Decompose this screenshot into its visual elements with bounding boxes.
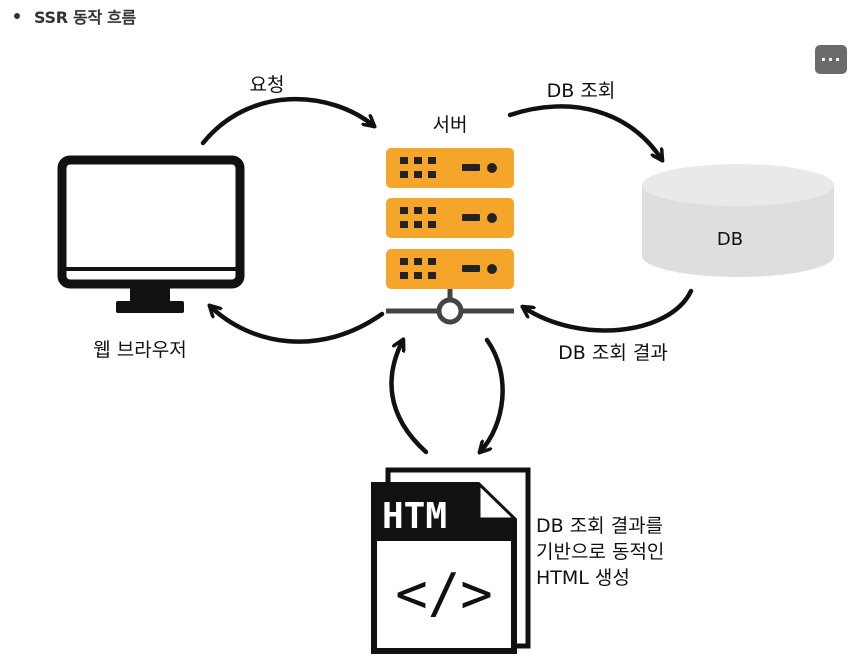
more-options-button[interactable]: ···	[815, 45, 847, 74]
request-label: 요청	[250, 74, 285, 96]
code-brackets-icon: </>	[395, 562, 493, 625]
html-file-tag: HTM	[382, 496, 447, 537]
response-arrow	[210, 306, 385, 344]
db-query-label: DB 조회	[547, 80, 616, 102]
db-result-label: DB 조회 결과	[558, 342, 668, 364]
server-label: 서버	[433, 114, 468, 136]
database-icon	[642, 164, 834, 277]
db-query-arrow	[507, 104, 662, 160]
html-note-line-3: HTML 생성	[536, 567, 630, 589]
generate-html-arrow	[480, 337, 505, 452]
monitor-icon	[57, 155, 245, 313]
request-arrow	[200, 96, 374, 146]
html-note-line-2: 기반으로 동적인	[536, 541, 664, 563]
html-return-arrow	[389, 340, 429, 455]
browser-label: 웹 브라우저	[93, 339, 186, 361]
html-file-icon	[371, 467, 531, 654]
bullet-point	[14, 13, 20, 19]
db-label: DB	[717, 229, 743, 250]
more-options-icon: ···	[820, 50, 842, 69]
section-heading: SSR 동작 흐름	[14, 4, 136, 28]
html-note-line-1: DB 조회 결과를	[536, 515, 663, 537]
section-title: SSR 동작 흐름	[34, 8, 136, 27]
server-icon	[386, 148, 514, 325]
db-result-arrow	[523, 288, 694, 333]
